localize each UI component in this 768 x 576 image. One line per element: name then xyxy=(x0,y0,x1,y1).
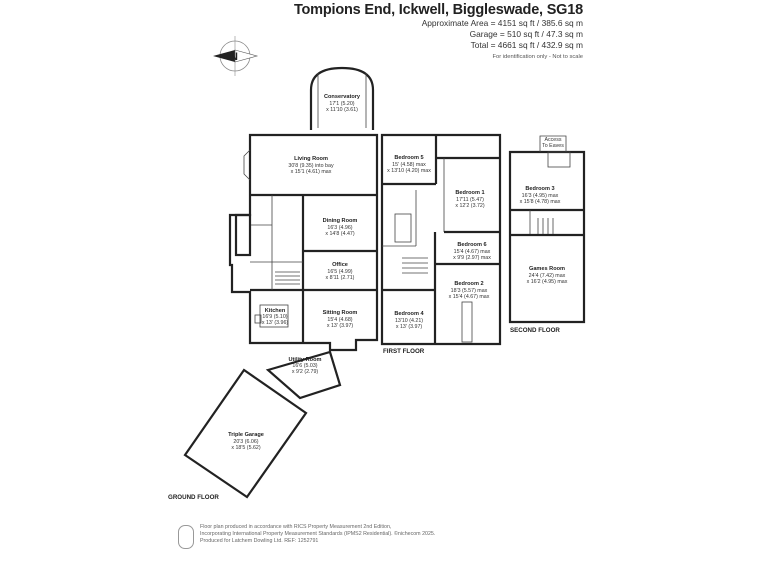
svg-text:x 9'9 (2.97) max: x 9'9 (2.97) max xyxy=(453,255,491,261)
svg-text:Bedroom 5: Bedroom 5 xyxy=(394,155,423,161)
room-bedroom-5: Bedroom 5 15' (4.58) max x 13'10 (4.20) … xyxy=(387,155,431,174)
svg-text:Bedroom 1: Bedroom 1 xyxy=(455,190,484,196)
svg-text:18'3 (5.57) max: 18'3 (5.57) max xyxy=(451,288,488,294)
first-floor-plan: FIRST FLOOR xyxy=(380,133,502,355)
svg-text:Conservatory: Conservatory xyxy=(324,94,361,100)
svg-text:Bedroom 6: Bedroom 6 xyxy=(457,242,486,248)
footer-line-2: Incorporating International Property Mea… xyxy=(200,531,436,538)
room-games: Games Room 24'4 (7.42) max x 16'2 (4.95)… xyxy=(527,266,568,285)
svg-text:x 15'4 (4.67) max: x 15'4 (4.67) max xyxy=(449,294,490,300)
svg-text:x 13' (3.97): x 13' (3.97) xyxy=(396,324,423,330)
room-living: Living Room 30'8 (9.35) into bay x 15'1 … xyxy=(288,156,334,175)
svg-text:Games Room: Games Room xyxy=(529,266,565,272)
svg-text:x 16'2 (4.95) max: x 16'2 (4.95) max xyxy=(527,279,568,285)
svg-text:15' (4.58) max: 15' (4.58) max xyxy=(392,162,426,168)
svg-text:Kitchen: Kitchen xyxy=(265,308,286,314)
room-bedroom-6: Bedroom 6 15'4 (4.67) max x 9'9 (2.97) m… xyxy=(453,242,491,261)
svg-text:Office: Office xyxy=(332,262,348,268)
svg-text:Living Room: Living Room xyxy=(294,156,328,162)
svg-text:16'9 (5.10): 16'9 (5.10) xyxy=(262,314,287,320)
svg-text:16'3 (4.96): 16'3 (4.96) xyxy=(327,225,352,231)
svg-text:16'5 (4.99): 16'5 (4.99) xyxy=(327,269,352,275)
svg-text:30'8 (9.35) into bay: 30'8 (9.35) into bay xyxy=(288,163,334,169)
svg-text:x 15'8 (4.78) max: x 15'8 (4.78) max xyxy=(520,199,561,205)
svg-text:Sitting Room: Sitting Room xyxy=(323,310,358,316)
svg-text:17'11 (5.47): 17'11 (5.47) xyxy=(456,197,484,203)
property-title: Tompions End, Ickwell, Biggleswade, SG18 xyxy=(293,2,583,18)
footer-line-1: Floor plan produced in accordance with R… xyxy=(200,524,392,530)
svg-text:x 8'11 (2.71): x 8'11 (2.71) xyxy=(326,275,355,281)
room-sitting: Sitting Room 15'4 (4.68) x 13' (3.97) xyxy=(323,310,358,329)
svg-text:16'6 (5.03): 16'6 (5.03) xyxy=(292,363,317,369)
floor-label-second: SECOND FLOOR xyxy=(510,327,560,334)
room-conservatory: Conservatory 17'1 (5.20) x 11'10 (3.61) xyxy=(324,94,361,113)
footer-note: Floor plan produced in accordance with R… xyxy=(200,524,435,546)
room-bedroom-3: Bedroom 3 16'3 (4.95) max x 15'8 (4.78) … xyxy=(520,186,561,205)
floor-label-ground: GROUND FLOOR xyxy=(168,494,219,501)
second-floor-plan: SECOND FLOOR xyxy=(508,135,586,334)
svg-text:x 9'2 (2.79): x 9'2 (2.79) xyxy=(292,369,319,375)
room-garage: Triple Garage 20'3 (6.06) x 18'5 (5.62) xyxy=(228,432,264,451)
svg-text:15'4 (4.68): 15'4 (4.68) xyxy=(327,317,352,323)
svg-text:x 15'1 (4.61) max: x 15'1 (4.61) max xyxy=(291,169,332,175)
svg-text:17'1 (5.20): 17'1 (5.20) xyxy=(329,101,354,107)
svg-text:Bedroom 4: Bedroom 4 xyxy=(394,311,424,317)
disclaimer: For identification only - Not to scale xyxy=(492,53,583,60)
svg-text:Bedroom 3: Bedroom 3 xyxy=(525,186,554,192)
compass-letter: N xyxy=(230,51,238,63)
approximate-area: Approximate Area = 4151 sq ft / 385.6 sq… xyxy=(421,18,583,28)
svg-text:24'4 (7.42) max: 24'4 (7.42) max xyxy=(529,273,566,279)
room-utility: Utility Room 16'6 (5.03) x 9'2 (2.79) xyxy=(289,357,322,375)
svg-text:x 12'2 (3.72): x 12'2 (3.72) xyxy=(455,203,485,209)
total-area: Total = 4661 sq ft / 432.9 sq m xyxy=(470,40,583,51)
svg-text:x 14'8 (4.47): x 14'8 (4.47) xyxy=(325,231,355,237)
room-kitchen: Kitchen 16'9 (5.10) x 13' (3.96) xyxy=(262,308,289,326)
garage-area: Garage = 510 sq ft / 47.3 sq m xyxy=(469,29,583,40)
svg-text:Utility Room: Utility Room xyxy=(289,357,322,363)
access-to-eaves-label: Access To Eaves xyxy=(542,137,564,149)
svg-text:Bedroom 2: Bedroom 2 xyxy=(454,281,483,287)
svg-text:13'10 (4.21): 13'10 (4.21) xyxy=(395,318,423,324)
room-bedroom-4: Bedroom 4 13'10 (4.21) x 13' (3.97) xyxy=(394,311,424,330)
svg-text:Dining Room: Dining Room xyxy=(323,218,358,224)
rics-logo-icon xyxy=(178,525,194,549)
svg-text:Triple Garage: Triple Garage xyxy=(228,432,264,438)
svg-text:x 18'5 (5.62): x 18'5 (5.62) xyxy=(231,445,261,451)
svg-text:x 11'10 (3.61): x 11'10 (3.61) xyxy=(326,107,358,113)
room-office: Office 16'5 (4.99) x 8'11 (2.71) xyxy=(326,262,355,281)
svg-text:20'3 (6.06): 20'3 (6.06) xyxy=(233,439,258,445)
header: Tompions End, Ickwell, Biggleswade, SG18… xyxy=(294,2,583,60)
svg-text:x 13'10 (4.20) max: x 13'10 (4.20) max xyxy=(387,168,431,174)
svg-text:x 13' (3.96): x 13' (3.96) xyxy=(262,320,289,326)
svg-text:16'3 (4.95) max: 16'3 (4.95) max xyxy=(522,193,559,199)
room-bedroom-1: Bedroom 1 17'11 (5.47) x 12'2 (3.72) xyxy=(455,190,485,209)
north-arrow-icon: N xyxy=(213,36,259,76)
svg-text:To Eaves: To Eaves xyxy=(542,143,564,149)
svg-text:x 13' (3.97): x 13' (3.97) xyxy=(327,323,354,329)
footer-line-3: Produced for Latchem Dowling Ltd. REF: 1… xyxy=(200,538,319,545)
ground-floor-plan: GROUND FLOOR xyxy=(168,66,379,501)
room-dining: Dining Room 16'3 (4.96) x 14'8 (4.47) xyxy=(323,218,358,237)
svg-text:Access: Access xyxy=(544,137,561,143)
floor-label-first: FIRST FLOOR xyxy=(383,348,425,355)
svg-text:15'4 (4.67) max: 15'4 (4.67) max xyxy=(454,249,491,255)
room-bedroom-2: Bedroom 2 18'3 (5.57) max x 15'4 (4.67) … xyxy=(449,281,490,300)
